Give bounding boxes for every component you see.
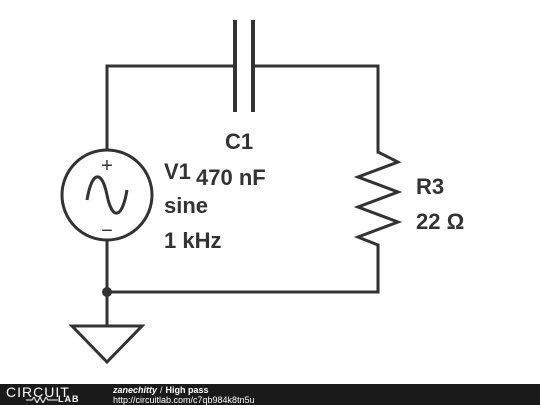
ground-symbol [68, 324, 146, 365]
resistor-ref-label: R3 [416, 174, 444, 199]
source-type-label: sine [164, 193, 208, 218]
capacitor-symbol [233, 20, 255, 112]
resistor-logo-icon [26, 397, 58, 403]
circuit-schematic: + − C1 470 nF V1 sine 1 kHz R3 22 Ω [60, 20, 464, 365]
wire-bottom [105, 243, 380, 294]
capacitor-ref-label: C1 [225, 129, 253, 154]
source-minus-sign: − [101, 220, 113, 242]
meta-separator: / [160, 385, 163, 395]
resistor-value-label: 22 Ω [416, 209, 464, 234]
logo-lab: LAB [58, 394, 80, 404]
sine-wave-icon [85, 175, 129, 215]
wire-top-right [251, 64, 380, 154]
circuit-title[interactable]: High pass [165, 385, 209, 395]
source-freq-label: 1 kHz [164, 228, 221, 253]
footer-bar: CIRCUIT LAB zanechitty/High pass http://… [0, 384, 540, 405]
circuit-meta: zanechitty/High pass http://circuitlab.c… [113, 385, 255, 405]
source-ref-label: V1 [164, 159, 191, 184]
circuitlab-logo: CIRCUIT LAB [6, 384, 96, 405]
circuit-url-link[interactable]: http://circuitlab.com/c7qb984k8tn5u [113, 395, 255, 405]
voltage-source-symbol: + − [60, 148, 154, 242]
junction-node [102, 287, 112, 297]
logo-word: CIRCUIT [6, 384, 70, 400]
resistor-symbol [353, 150, 403, 247]
capacitor-value-label: 470 nF [196, 165, 266, 190]
source-plus-sign: + [101, 155, 113, 177]
author-link[interactable]: zanechitty [113, 385, 158, 395]
